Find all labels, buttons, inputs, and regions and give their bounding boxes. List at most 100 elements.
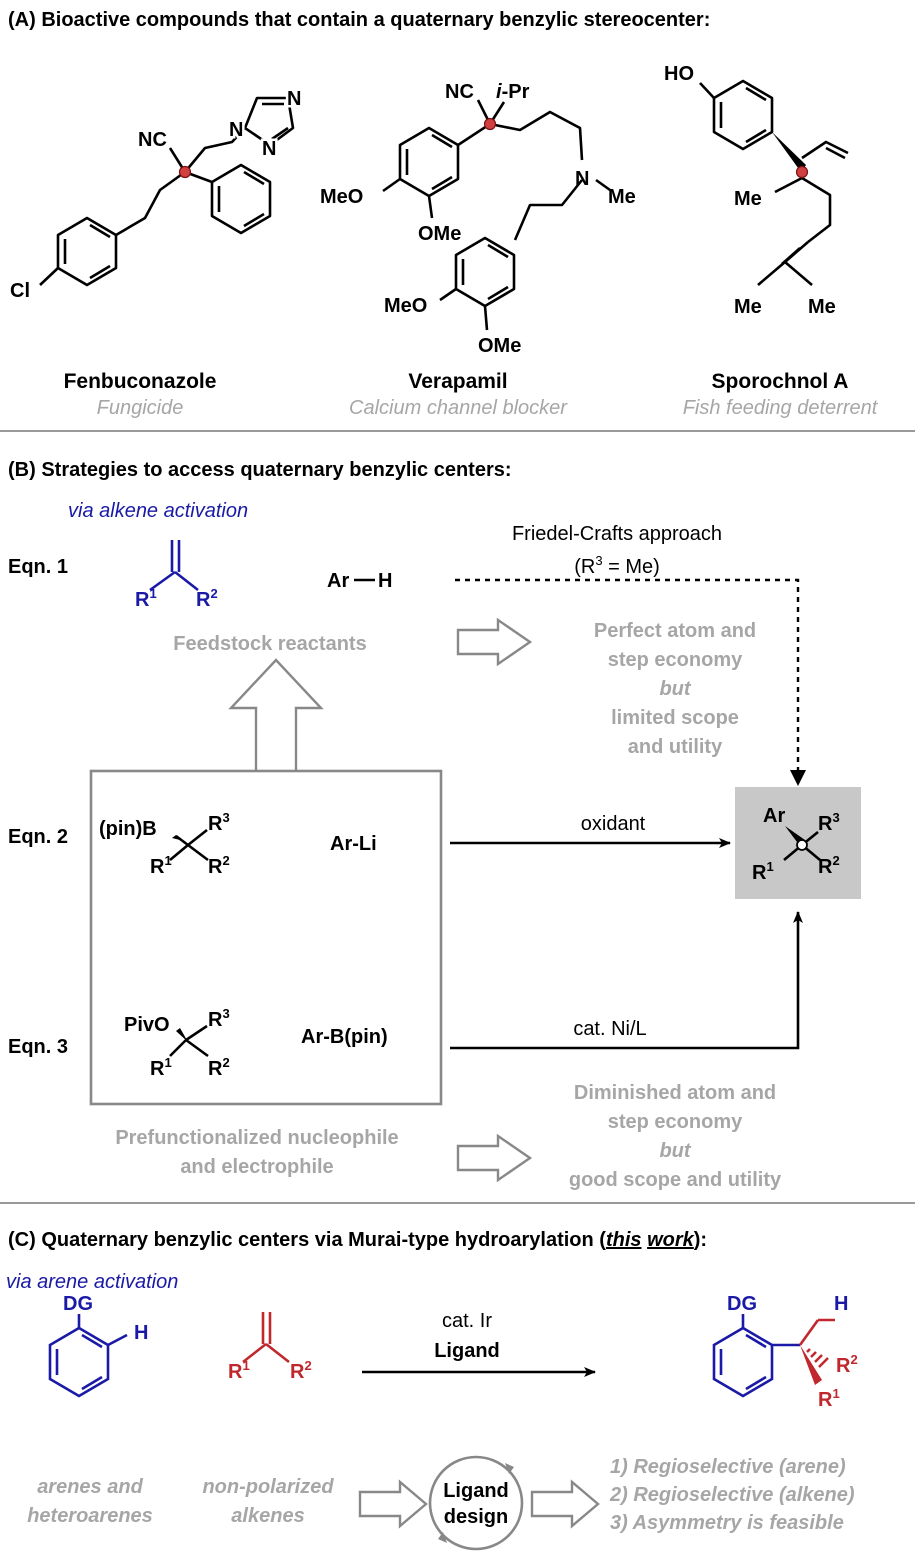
eqn1-r1: R1 [135,586,157,611]
eqn2-r2: R2 [208,853,230,878]
svg-text:but: but [659,1140,691,1162]
eqn1-ar: Ar [327,570,349,592]
alkene-r2: R2 [290,1358,312,1383]
svg-text:non-polarized: non-polarized [202,1476,334,1498]
svg-text:2) Regioselective (alkene): 2) Regioselective (alkene) [609,1484,855,1506]
product-r2: R2 [818,853,840,878]
sporochnol-structure [699,79,849,286]
sporochnol-wedge [772,132,806,172]
stereocenter-dot [178,165,192,179]
feedstock-label: Feedstock reactants [173,633,366,655]
eqn2-arrow-label: oxidant [581,813,646,835]
eqn3-arrow-label: cat. Ni/L [573,1018,646,1040]
eqn3-wedge [176,1028,188,1042]
svg-text:but: but [659,678,691,700]
eqn2-reagent: Ar-Li [330,833,377,855]
product-c-r1: R1 [818,1386,840,1411]
fenbuconazole-use: Fungicide [97,397,184,419]
product-r1: R1 [752,859,774,884]
alkene-r1: R1 [228,1358,250,1383]
prefunctionalized-text: Prefunctionalized nucleophile and electr… [115,1127,398,1178]
product-c-dg: DG [727,1293,757,1315]
hollow-arrow-right-2 [456,1133,533,1183]
svg-text:design: design [444,1506,508,1528]
eqn3-r3: R3 [208,1006,230,1031]
product-c-arene [712,1314,800,1398]
section-c-title: (C) Quaternary benzylic centers via Mura… [8,1229,707,1251]
sporochnol-use: Fish feeding deterrent [683,397,879,419]
section-a-title: (A) Bioactive compounds that contain a q… [8,9,710,31]
svg-text:arenes and: arenes and [37,1476,143,1498]
friedel-crafts-dotted-arrow [455,578,800,775]
stereocenter-dot [483,117,497,131]
svg-text:limited scope: limited scope [611,707,739,729]
eqn1-h: H [378,570,392,592]
fenbu-n3: N [262,138,276,160]
product-center-dot [796,839,808,851]
product-r3: R3 [818,810,840,835]
eqn3-skeleton [169,1024,209,1058]
arene-h: H [134,1322,148,1344]
product-c-h: H [834,1293,848,1315]
svg-text:3) Asymmetry is feasible: 3) Asymmetry is feasible [610,1512,844,1534]
outcomes-list: 1) Regioselective (arene) 2) Regioselect… [609,1456,855,1534]
verapamil-use: Calcium channel blocker [349,397,568,419]
eqn2-pinb: (pin)B [99,818,157,840]
svg-text:heteroarenes: heteroarenes [27,1505,153,1527]
dotted-arrowhead [790,770,806,786]
verapamil-ome-top: OMe [418,223,461,245]
verapamil-ipr: i-Pr [496,81,530,103]
verapamil-nc: NC [445,81,474,103]
ligand-design-text: Ligand design [443,1480,509,1528]
fenbu-n1: N [229,119,243,141]
sporochnol-me1: Me [734,188,762,210]
product-ar: Ar [763,805,785,827]
section-b-title: (B) Strategies to access quaternary benz… [8,459,512,481]
alkene-structure [242,1312,290,1364]
via-alkene-label: via alkene activation [68,500,248,522]
hollow-arrow-right [456,617,533,667]
fenbuconazole-name: Fenbuconazole [64,370,217,393]
product-c-alkyl [798,1318,835,1368]
eqn3-r1: R1 [150,1055,172,1080]
verapamil-ome-bottom: OMe [478,335,521,357]
verapamil-structure [382,99,611,331]
eqn1-r2: R2 [196,586,218,611]
friedel-crafts-line2: (R3 = Me) [574,553,660,578]
perfect-economy-text: Perfect atom and step economy but limite… [594,620,756,758]
prefunctionalized-box [89,769,443,1106]
hollow-arrow-out [530,1479,600,1529]
svg-text:alkenes: alkenes [231,1505,304,1527]
eqn1-alkene [149,540,199,592]
verapamil-n: N [575,168,589,190]
sporochnol-me3: Me [808,296,836,318]
friedel-crafts-line1: Friedel-Crafts approach [512,523,722,545]
svg-text:step economy: step economy [608,1111,743,1133]
ligand-label: Ligand [434,1340,500,1362]
svg-text:good scope and utility: good scope and utility [569,1169,782,1191]
svg-text:Diminished atom and: Diminished atom and [574,1082,776,1104]
hollow-arrow-left-in [358,1479,428,1529]
stereocenter-dot [795,165,809,179]
eqn3-r2: R2 [208,1055,230,1080]
svg-text:and electrophile: and electrophile [180,1156,333,1178]
sporochnol-ho: HO [664,63,694,85]
catalyst-label: cat. Ir [442,1310,492,1332]
product-c-wedge [800,1345,822,1385]
svg-text:Prefunctionalized nucleophile: Prefunctionalized nucleophile [115,1127,398,1149]
svg-text:Ligand: Ligand [443,1480,509,1502]
svg-text:1) Regioselective (arene): 1) Regioselective (arene) [610,1456,846,1478]
svg-text:Perfect atom and: Perfect atom and [594,620,756,642]
eqn2-label: Eqn. 2 [8,826,68,848]
fenbu-n2: N [287,88,301,110]
eqn3-pivo: PivO [124,1014,170,1036]
eqn2-r3: R3 [208,810,230,835]
verapamil-name: Verapamil [408,370,507,393]
diminished-economy-text: Diminished atom and step economy but goo… [569,1082,782,1191]
arene-structure [48,1314,128,1398]
verapamil-meo-bottom: MeO [384,295,427,317]
svg-text:step economy: step economy [608,649,743,671]
verapamil-meo-top: MeO [320,186,363,208]
verapamil-me: Me [608,186,636,208]
